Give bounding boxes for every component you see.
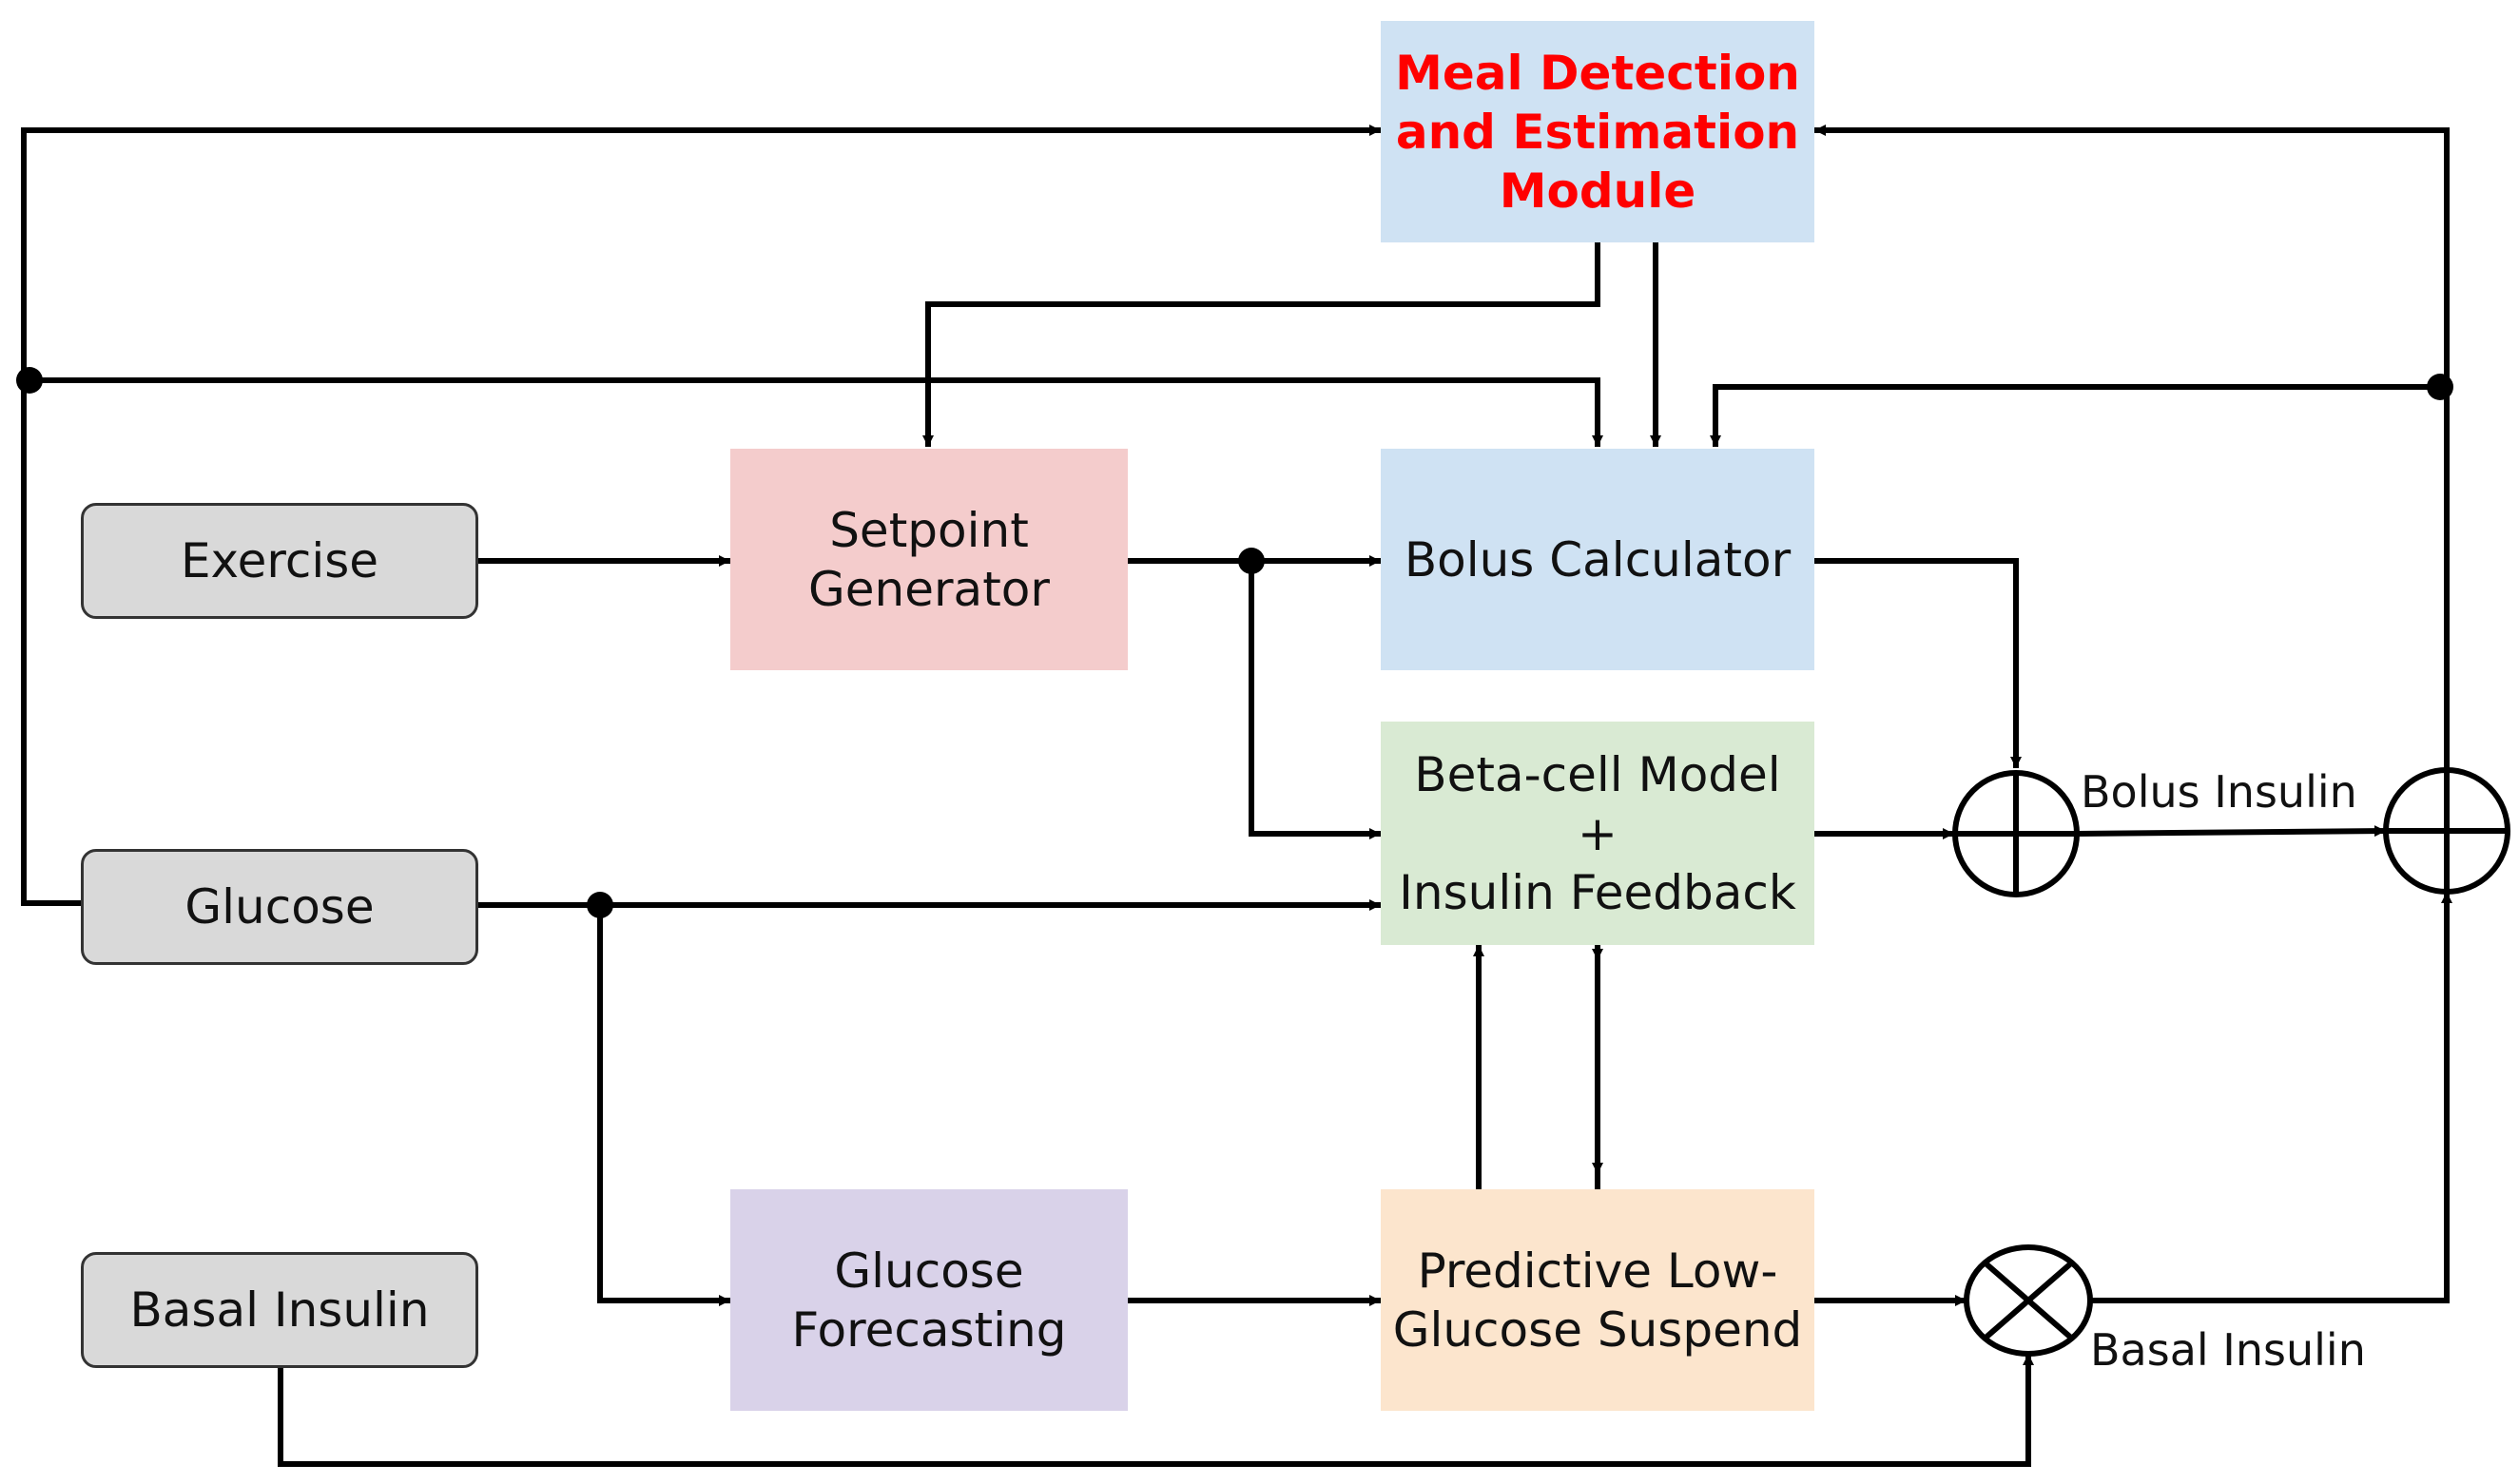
junction-dot — [1238, 548, 1265, 574]
exercise-input: Exercise — [81, 503, 478, 619]
setpoint-line-2: Generator — [808, 561, 1050, 617]
glucose-input: Glucose — [81, 849, 478, 965]
basal-multiplier-junction — [1964, 1244, 2093, 1357]
meal-detection-line-2: and Estimation — [1395, 104, 1800, 160]
total-insulin-sum-junction — [2383, 767, 2510, 895]
predictive-low-glucose-suspend-block: Predictive Low- Glucose Suspend — [1381, 1189, 1814, 1411]
forecast-line-2: Forecasting — [791, 1301, 1067, 1358]
wire-insulin-feedback-to-bolus-calc — [1710, 384, 2440, 447]
wire-setpoint-to-beta-cell — [1249, 561, 1381, 839]
bolus-insulin-label: Bolus Insulin — [2081, 766, 2357, 818]
beta-cell-line-3: Insulin Feedback — [1399, 864, 1796, 920]
junction-dot — [587, 892, 613, 918]
bolus-calculator-line-1: Bolus Calculator — [1404, 531, 1792, 588]
wire-bolus-calc-to-sum — [1814, 558, 2022, 768]
wire-basal-input-to-multiplier — [278, 1354, 2034, 1467]
junction-dot — [2427, 374, 2453, 400]
wire-insulin-to-meal — [1814, 125, 2450, 768]
wire-bolus-insulin — [2076, 825, 2387, 838]
exercise-label: Exercise — [180, 533, 379, 588]
meal-detection-line-1: Meal Detection — [1395, 45, 1800, 101]
wire-glucose-to-meal — [21, 125, 1381, 906]
meal-detection-line-3: Module — [1499, 163, 1696, 219]
setpoint-generator-block: Setpoint Generator — [730, 449, 1128, 670]
plgs-line-1: Predictive Low- — [1417, 1243, 1778, 1299]
beta-cell-model-block: Beta-cell Model + Insulin Feedback — [1381, 722, 1814, 945]
setpoint-line-1: Setpoint — [829, 502, 1029, 558]
glucose-label: Glucose — [184, 879, 375, 935]
forecast-line-1: Glucose — [834, 1243, 1024, 1299]
basal-insulin-input-label: Basal Insulin — [129, 1282, 430, 1338]
beta-cell-line-1: Beta-cell Model — [1414, 746, 1781, 802]
basal-insulin-input: Basal Insulin — [81, 1252, 478, 1368]
bolus-sum-junction — [1952, 770, 2080, 897]
glucose-forecasting-block: Glucose Forecasting — [730, 1189, 1128, 1411]
bolus-calculator-block: Bolus Calculator — [1381, 449, 1814, 670]
wire-basal-insulin — [2090, 892, 2452, 1303]
basal-insulin-label: Basal Insulin — [2090, 1324, 2366, 1376]
junction-dot — [16, 367, 43, 394]
wire-meal-to-setpoint — [922, 242, 1600, 447]
wire-glucose-to-forecast — [597, 905, 730, 1306]
wire-glucose-to-bolus-calc — [29, 377, 1603, 447]
beta-cell-line-2: + — [1578, 805, 1618, 861]
meal-detection-block: Meal Detection and Estimation Module — [1381, 21, 1814, 242]
plgs-line-2: Glucose Suspend — [1392, 1301, 1803, 1358]
